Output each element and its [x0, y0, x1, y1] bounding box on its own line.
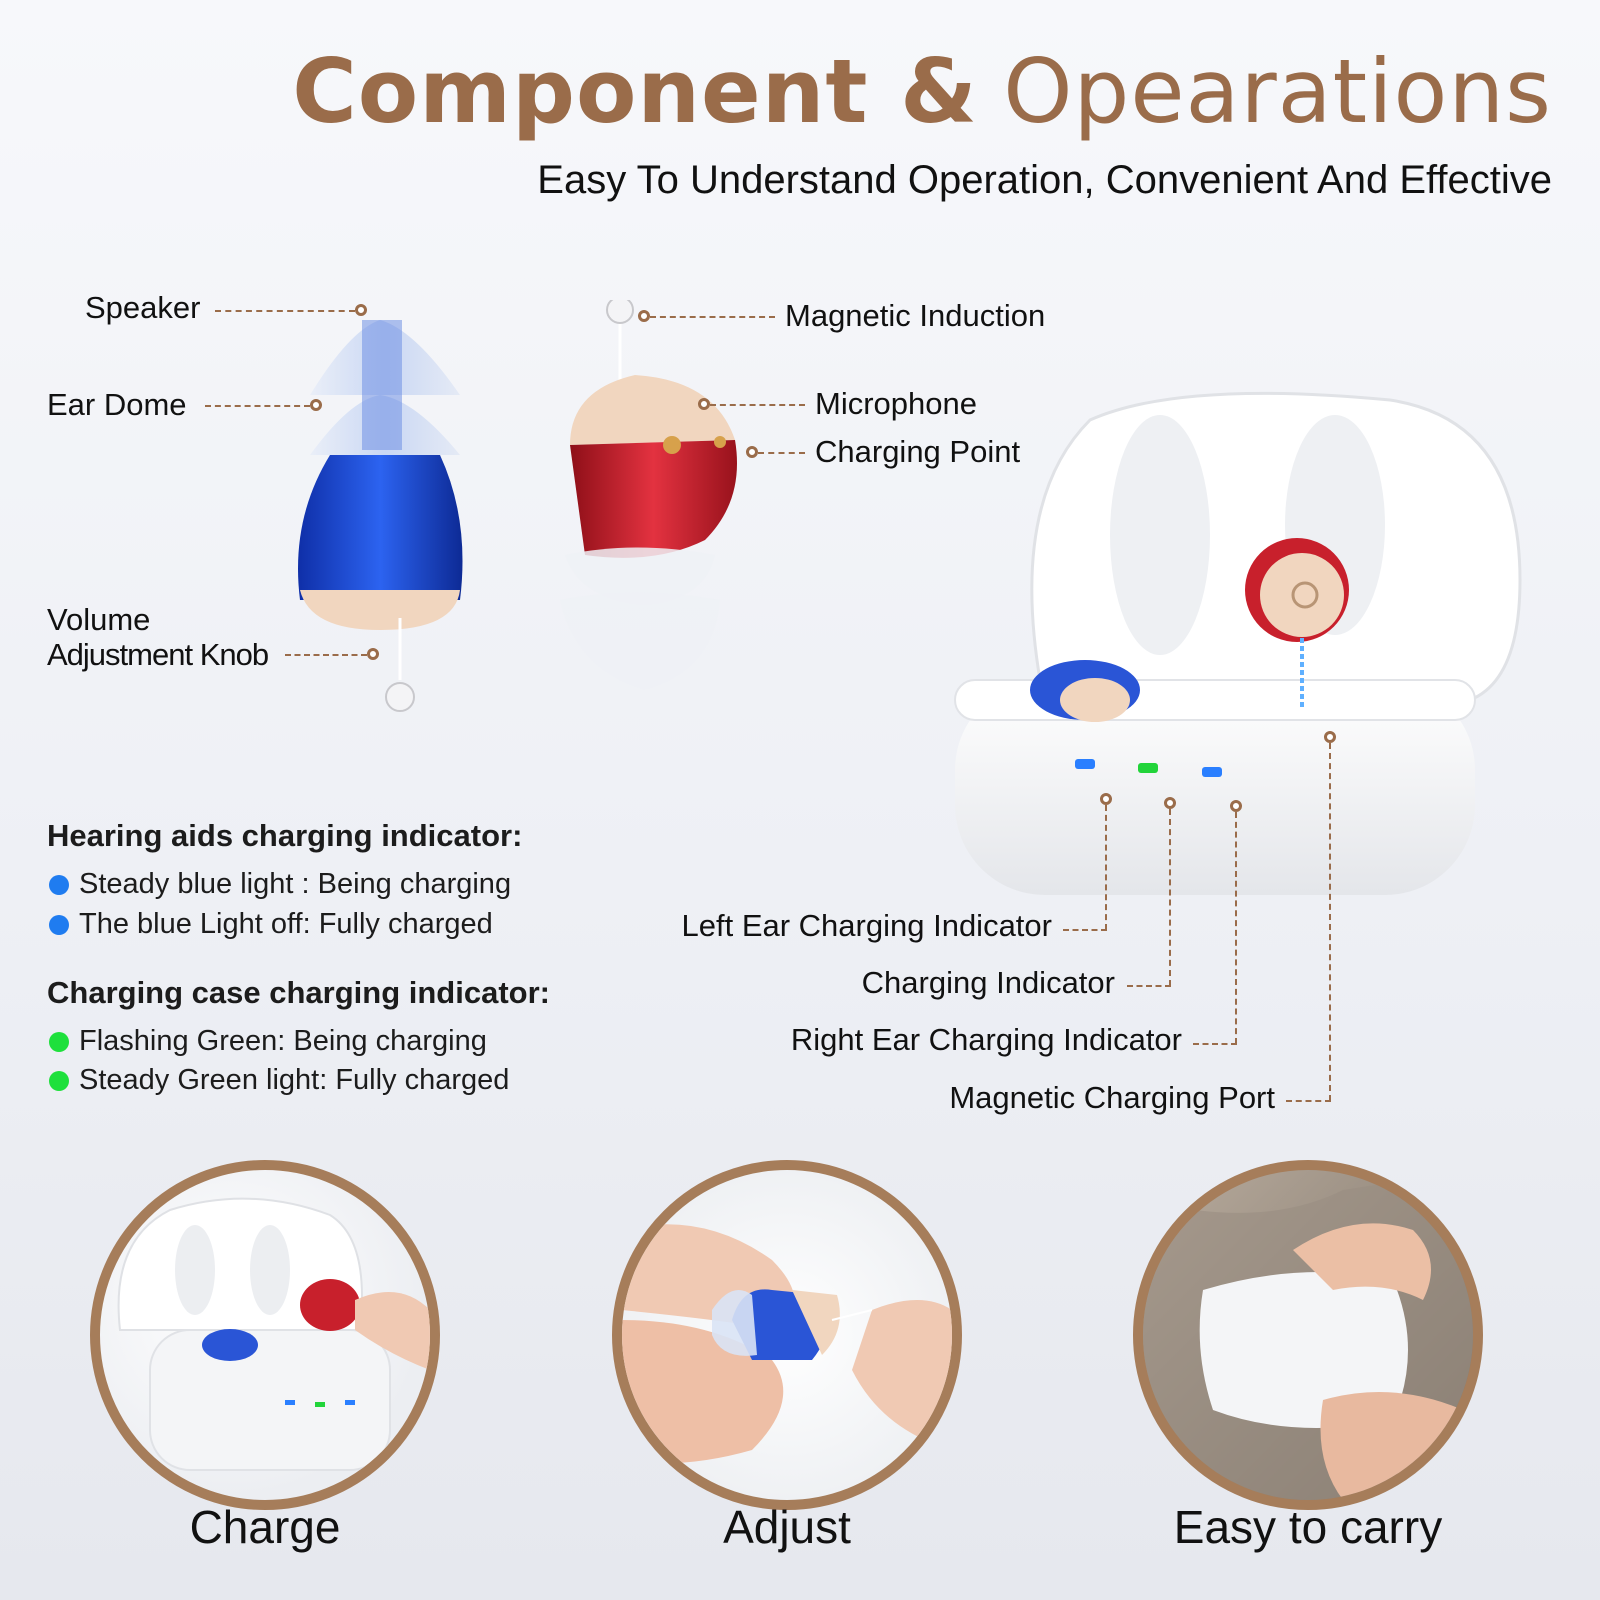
- left-ear-indicator-marker: [1100, 793, 1112, 805]
- title-bold: Component &: [292, 40, 978, 143]
- blue-dot-icon: [49, 914, 69, 935]
- pull-string-ball-icon: [606, 300, 634, 324]
- charge-caption: Charge: [189, 1501, 341, 1553]
- volume-label-line2: Adjustment Knob: [47, 637, 269, 672]
- legend-item: Steady blue light : Being charging: [49, 868, 511, 901]
- blue-dot-icon: [49, 874, 69, 895]
- charging-indicator-label: Charging Indicator: [861, 965, 1115, 1000]
- adjust-photo: [612, 1160, 962, 1510]
- magnetic-port-vertical-leader: [1329, 743, 1331, 1101]
- legend-item: The blue Light off: Fully charged: [49, 908, 493, 941]
- ear-dome-marker: [310, 399, 322, 411]
- case-indicator-heading: Charging case charging indicator:: [47, 975, 550, 1010]
- left-ear-vertical-leader: [1105, 805, 1107, 930]
- charging-point-marker: [746, 446, 758, 458]
- magnetic-port-marker: [1324, 731, 1336, 743]
- speaker-label: Speaker: [85, 290, 201, 325]
- legend-item: Steady Green light: Fully charged: [49, 1064, 509, 1097]
- microphone-label: Microphone: [815, 386, 977, 421]
- legend-item: Flashing Green: Being charging: [49, 1025, 487, 1058]
- charging-point-leader: [758, 452, 805, 454]
- speaker-marker: [355, 304, 367, 316]
- title-light: Opearations: [1003, 40, 1552, 143]
- right-ear-leader: [1193, 1043, 1237, 1045]
- charging-indicator-leader: [1127, 985, 1171, 987]
- magnetic-induction-marker: [638, 310, 650, 322]
- easy-to-carry-caption: Easy to carry: [1173, 1501, 1443, 1553]
- green-dot-icon: [49, 1070, 69, 1091]
- adjust-caption: Adjust: [723, 1501, 851, 1553]
- right-ear-indicator-marker: [1230, 800, 1242, 812]
- right-ear-vertical-leader: [1235, 812, 1237, 1044]
- blue-hearing-aid-illustration: [298, 320, 463, 712]
- charging-indicator-marker: [1164, 797, 1176, 809]
- green-dot-icon: [49, 1031, 69, 1052]
- red-hearing-aid-illustration: [560, 300, 737, 690]
- pull-string-ball-icon: [385, 682, 415, 712]
- microphone-marker: [698, 398, 710, 410]
- easy-to-carry-photo: [1133, 1160, 1483, 1510]
- left-ear-leader: [1063, 929, 1107, 931]
- microphone-leader: [710, 404, 805, 406]
- magnetic-induction-leader: [650, 316, 775, 318]
- magnetic-port-label: Magnetic Charging Port: [949, 1080, 1275, 1115]
- magnetic-port-leader: [1286, 1100, 1331, 1102]
- speaker-leader: [215, 310, 355, 312]
- volume-leader: [285, 654, 367, 656]
- charging-case-illustration: [954, 391, 1522, 895]
- page-title: Component & Opearations: [292, 48, 1552, 136]
- left-ear-indicator-label: Left Ear Charging Indicator: [681, 908, 1053, 943]
- charge-photo: [90, 1160, 440, 1510]
- page-subtitle: Easy To Understand Operation, Convenient…: [537, 158, 1552, 202]
- hearing-aids-indicator-heading: Hearing aids charging indicator:: [47, 818, 523, 853]
- charging-indicator-vertical-leader: [1169, 809, 1171, 986]
- ear-dome-label: Ear Dome: [47, 387, 187, 422]
- magnetic-induction-label: Magnetic Induction: [785, 298, 1046, 333]
- charging-point-label: Charging Point: [815, 434, 1021, 469]
- right-ear-indicator-label: Right Ear Charging Indicator: [790, 1022, 1182, 1057]
- ear-dome-leader: [205, 405, 310, 407]
- volume-label-line1: Volume: [47, 602, 151, 637]
- volume-marker: [367, 648, 379, 660]
